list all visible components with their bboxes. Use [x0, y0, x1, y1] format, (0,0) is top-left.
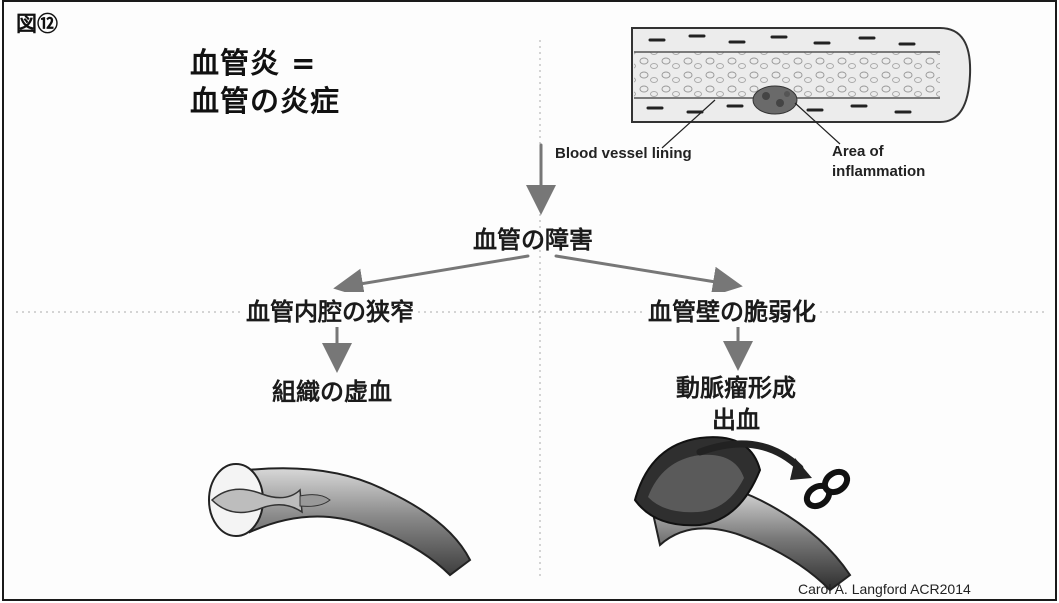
figure-label: 図⑫ [16, 12, 58, 36]
node-tissue-ischemia: 組織の虚血 [272, 378, 392, 406]
title-line-2: 血管の炎症 [190, 84, 341, 118]
node-bleeding: 出血 [712, 406, 760, 434]
label-area-of: Area of [832, 143, 884, 160]
label-inflammation: inflammation [832, 163, 926, 180]
dotted-guides [16, 40, 1045, 580]
flow-arrows [322, 143, 753, 373]
credit-line: Carol A. Langford ACR2014 [798, 581, 971, 597]
node-lumen-narrowing: 血管内腔の狭窄 [242, 292, 418, 327]
node-wall-weakening: 血管壁の脆弱化 [644, 292, 820, 327]
aneurysm-vessel-illustration [633, 436, 852, 592]
arrow-to-weakening [554, 254, 743, 297]
title-line-1: 血管炎 = [190, 46, 317, 80]
node-vessel-damage: 血管の障害 [473, 226, 593, 254]
vessel-inflammation-illustration [631, 27, 972, 149]
arrow-to-narrowing [333, 254, 530, 299]
node-aneurysm-formation: 動脈瘤形成 [676, 374, 796, 402]
label-vessel-lining: Blood vessel lining [555, 145, 692, 162]
narrowed-vessel-illustration [208, 463, 472, 577]
